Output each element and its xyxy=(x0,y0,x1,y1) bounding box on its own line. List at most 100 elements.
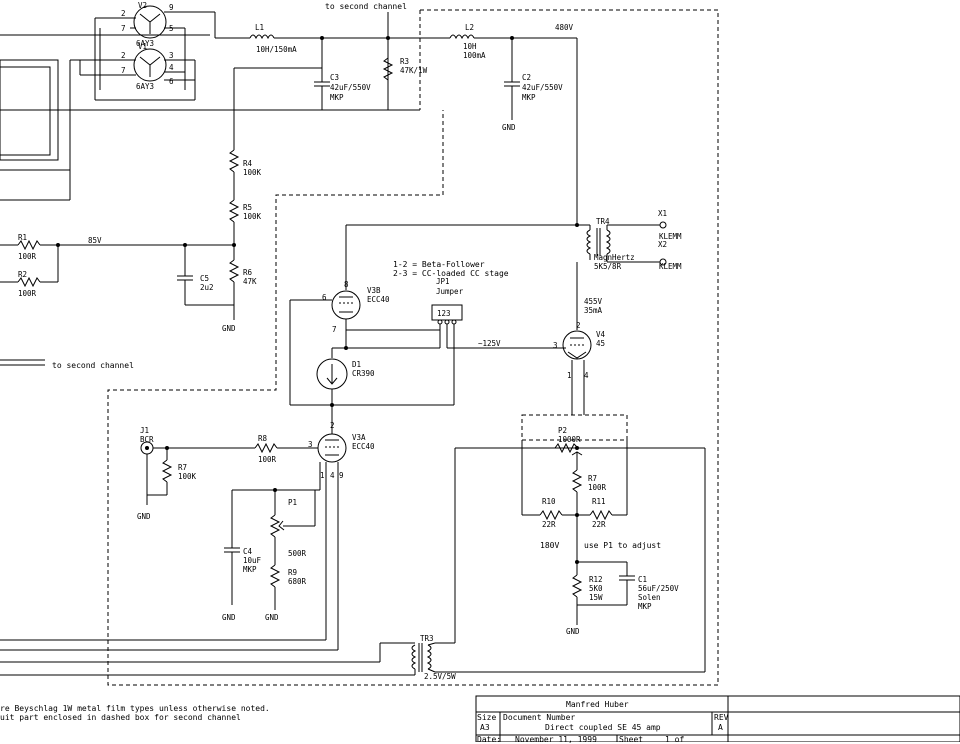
j1-value: BCR xyxy=(140,435,154,444)
tr4-label: TR4 xyxy=(596,217,610,226)
v2-pin: 9 xyxy=(169,3,174,12)
jp1-value: Jumper xyxy=(436,287,464,296)
title-block-doc-title: Direct coupled SE 45 amp xyxy=(545,723,661,732)
r8-value: 100R xyxy=(258,455,277,464)
v3a-pin: 9 xyxy=(339,471,344,480)
x2-label: X2 xyxy=(658,240,667,249)
v3a-label: V3A xyxy=(352,433,366,442)
cathode-network: P2 1000R R7 100R R10 22R R11 22R xyxy=(521,414,628,529)
r7b-label: R7 xyxy=(588,474,597,483)
r6-label: R6 xyxy=(243,268,253,277)
p1-label: P1 xyxy=(288,498,297,507)
capacitor-c2: C2 42uF/550V MKP GND xyxy=(502,38,563,132)
v2-type: 6AY3 xyxy=(136,39,154,48)
r11-value: 22R xyxy=(592,520,606,529)
v3a-pin: 1 xyxy=(320,471,325,480)
c2-value: 42uF/550V xyxy=(522,83,563,92)
v2-label: V2 xyxy=(138,1,147,10)
p2-label: P2 xyxy=(558,426,567,435)
x2-value: KLEMM xyxy=(659,262,682,271)
note-beta-follower: 1-2 = Beta-Follower xyxy=(393,260,485,269)
r5-value: 100K xyxy=(243,212,262,221)
title-block-sheet-of: 1 of xyxy=(665,735,685,744)
j1-label: J1 xyxy=(140,426,149,435)
second-channel-dashed-outline xyxy=(0,9,719,686)
output-tube-v4: 455V 35mA 2 3 1 4 V4 45 xyxy=(553,262,606,415)
input-stage: J1 BCR R7 100K GND R8 100R xyxy=(137,426,318,521)
r7b-value: 100R xyxy=(588,483,607,492)
v455-label: 455V xyxy=(584,297,603,306)
v1-label: V1 xyxy=(138,42,147,51)
v1-pin: 4 xyxy=(169,63,174,72)
p1-value: 500R xyxy=(288,549,307,558)
v3b-type: ECC40 xyxy=(367,295,390,304)
v3b-pin6: 6 xyxy=(322,293,327,302)
c1-value: 56uF/250V xyxy=(638,584,679,593)
resistor-r3: R3 47K/1W xyxy=(382,57,428,81)
to-second-channel-left: to second channel xyxy=(52,361,134,370)
supply-rail: L1 10H/150mA L2 10H 100mA 480V to second… xyxy=(215,2,578,225)
tr3-label: TR3 xyxy=(420,634,434,643)
power-transformer-windings xyxy=(0,17,210,201)
title-block-frame xyxy=(475,695,960,742)
r5-label: R5 xyxy=(243,203,252,212)
ma35-label: 35mA xyxy=(584,306,603,315)
tr4-maker: MagnHertz xyxy=(594,253,635,262)
v3b-label: V3B xyxy=(367,286,381,295)
r10-value: 22R xyxy=(542,520,556,529)
v125-label: ~125V xyxy=(478,339,501,348)
cathode-bias-p1: P1 500R R9 680R C4 10uF MKP GND GND xyxy=(222,488,320,622)
r7a-value: 100K xyxy=(178,472,197,481)
second-channel-left-link: to second channel xyxy=(0,359,134,370)
v4-pin2: 2 xyxy=(576,321,581,330)
r9-value: 680R xyxy=(288,577,307,586)
footnote-resistors: re Beyschlag 1W metal film types unless … xyxy=(0,704,270,713)
c5-value: 2u2 xyxy=(200,283,214,292)
l1-value: 10H/150mA xyxy=(256,45,297,54)
v4-pin3: 3 xyxy=(553,341,558,350)
r10-label: R10 xyxy=(542,497,556,506)
current-source-d1: D1 CR390 xyxy=(316,330,375,430)
title-block-rev-label: REV xyxy=(714,713,729,722)
v1-pin: 6 xyxy=(169,77,174,86)
c2-label: C2 xyxy=(522,73,531,82)
p2-value: 1000R xyxy=(558,435,581,444)
ground-label: GND xyxy=(265,613,279,622)
v3a-pin: 2 xyxy=(330,421,335,430)
v2-pin: 7 xyxy=(121,24,126,33)
l2-value: 10H xyxy=(463,42,477,51)
v3a-pin: 3 xyxy=(308,440,313,449)
r2-label: R2 xyxy=(18,270,27,279)
l2-current: 100mA xyxy=(463,51,486,60)
rectifier-tube-v1: V1 6AY3 2 3 7 4 6 xyxy=(95,42,196,101)
use-p1-note: use P1 to adjust xyxy=(584,541,661,550)
d1-value: CR390 xyxy=(352,369,375,378)
v1-pin: 7 xyxy=(121,66,126,75)
v1-type: 6AY3 xyxy=(136,82,154,91)
r3-label: R3 xyxy=(400,57,409,66)
v1-pin: 2 xyxy=(121,51,126,60)
footnote-second-channel: uit part enclosed in dashed box for seco… xyxy=(0,713,241,722)
v4-type: 45 xyxy=(596,339,605,348)
c3-value: 42uF/550V xyxy=(330,83,371,92)
r2-value: 100R xyxy=(18,289,37,298)
v3b-pin7: 7 xyxy=(332,325,337,334)
voltage-divider: R4 100K R5 100K R6 47K GND xyxy=(222,68,262,333)
v480-label: 480V xyxy=(555,23,574,32)
c1-type2: MKP xyxy=(638,602,652,611)
r8-label: R8 xyxy=(258,434,268,443)
title-block-date: November 11, 1999 xyxy=(515,735,597,744)
r9-label: R9 xyxy=(288,568,297,577)
r1-label: R1 xyxy=(18,233,27,242)
l1-label: L1 xyxy=(255,23,264,32)
r7a-label: R7 xyxy=(178,463,187,472)
v4-pin1: 1 xyxy=(567,371,572,380)
c4-value: 10uF xyxy=(243,556,262,565)
tr3-value: 2.5V/5W xyxy=(424,672,456,681)
l2-label: L2 xyxy=(465,23,474,32)
title-block-size: A3 xyxy=(480,723,490,732)
d1-label: D1 xyxy=(352,360,361,369)
tube-v3a: 2 3 1 4 9 V3A ECC40 xyxy=(308,421,375,650)
r4-value: 100K xyxy=(243,168,262,177)
